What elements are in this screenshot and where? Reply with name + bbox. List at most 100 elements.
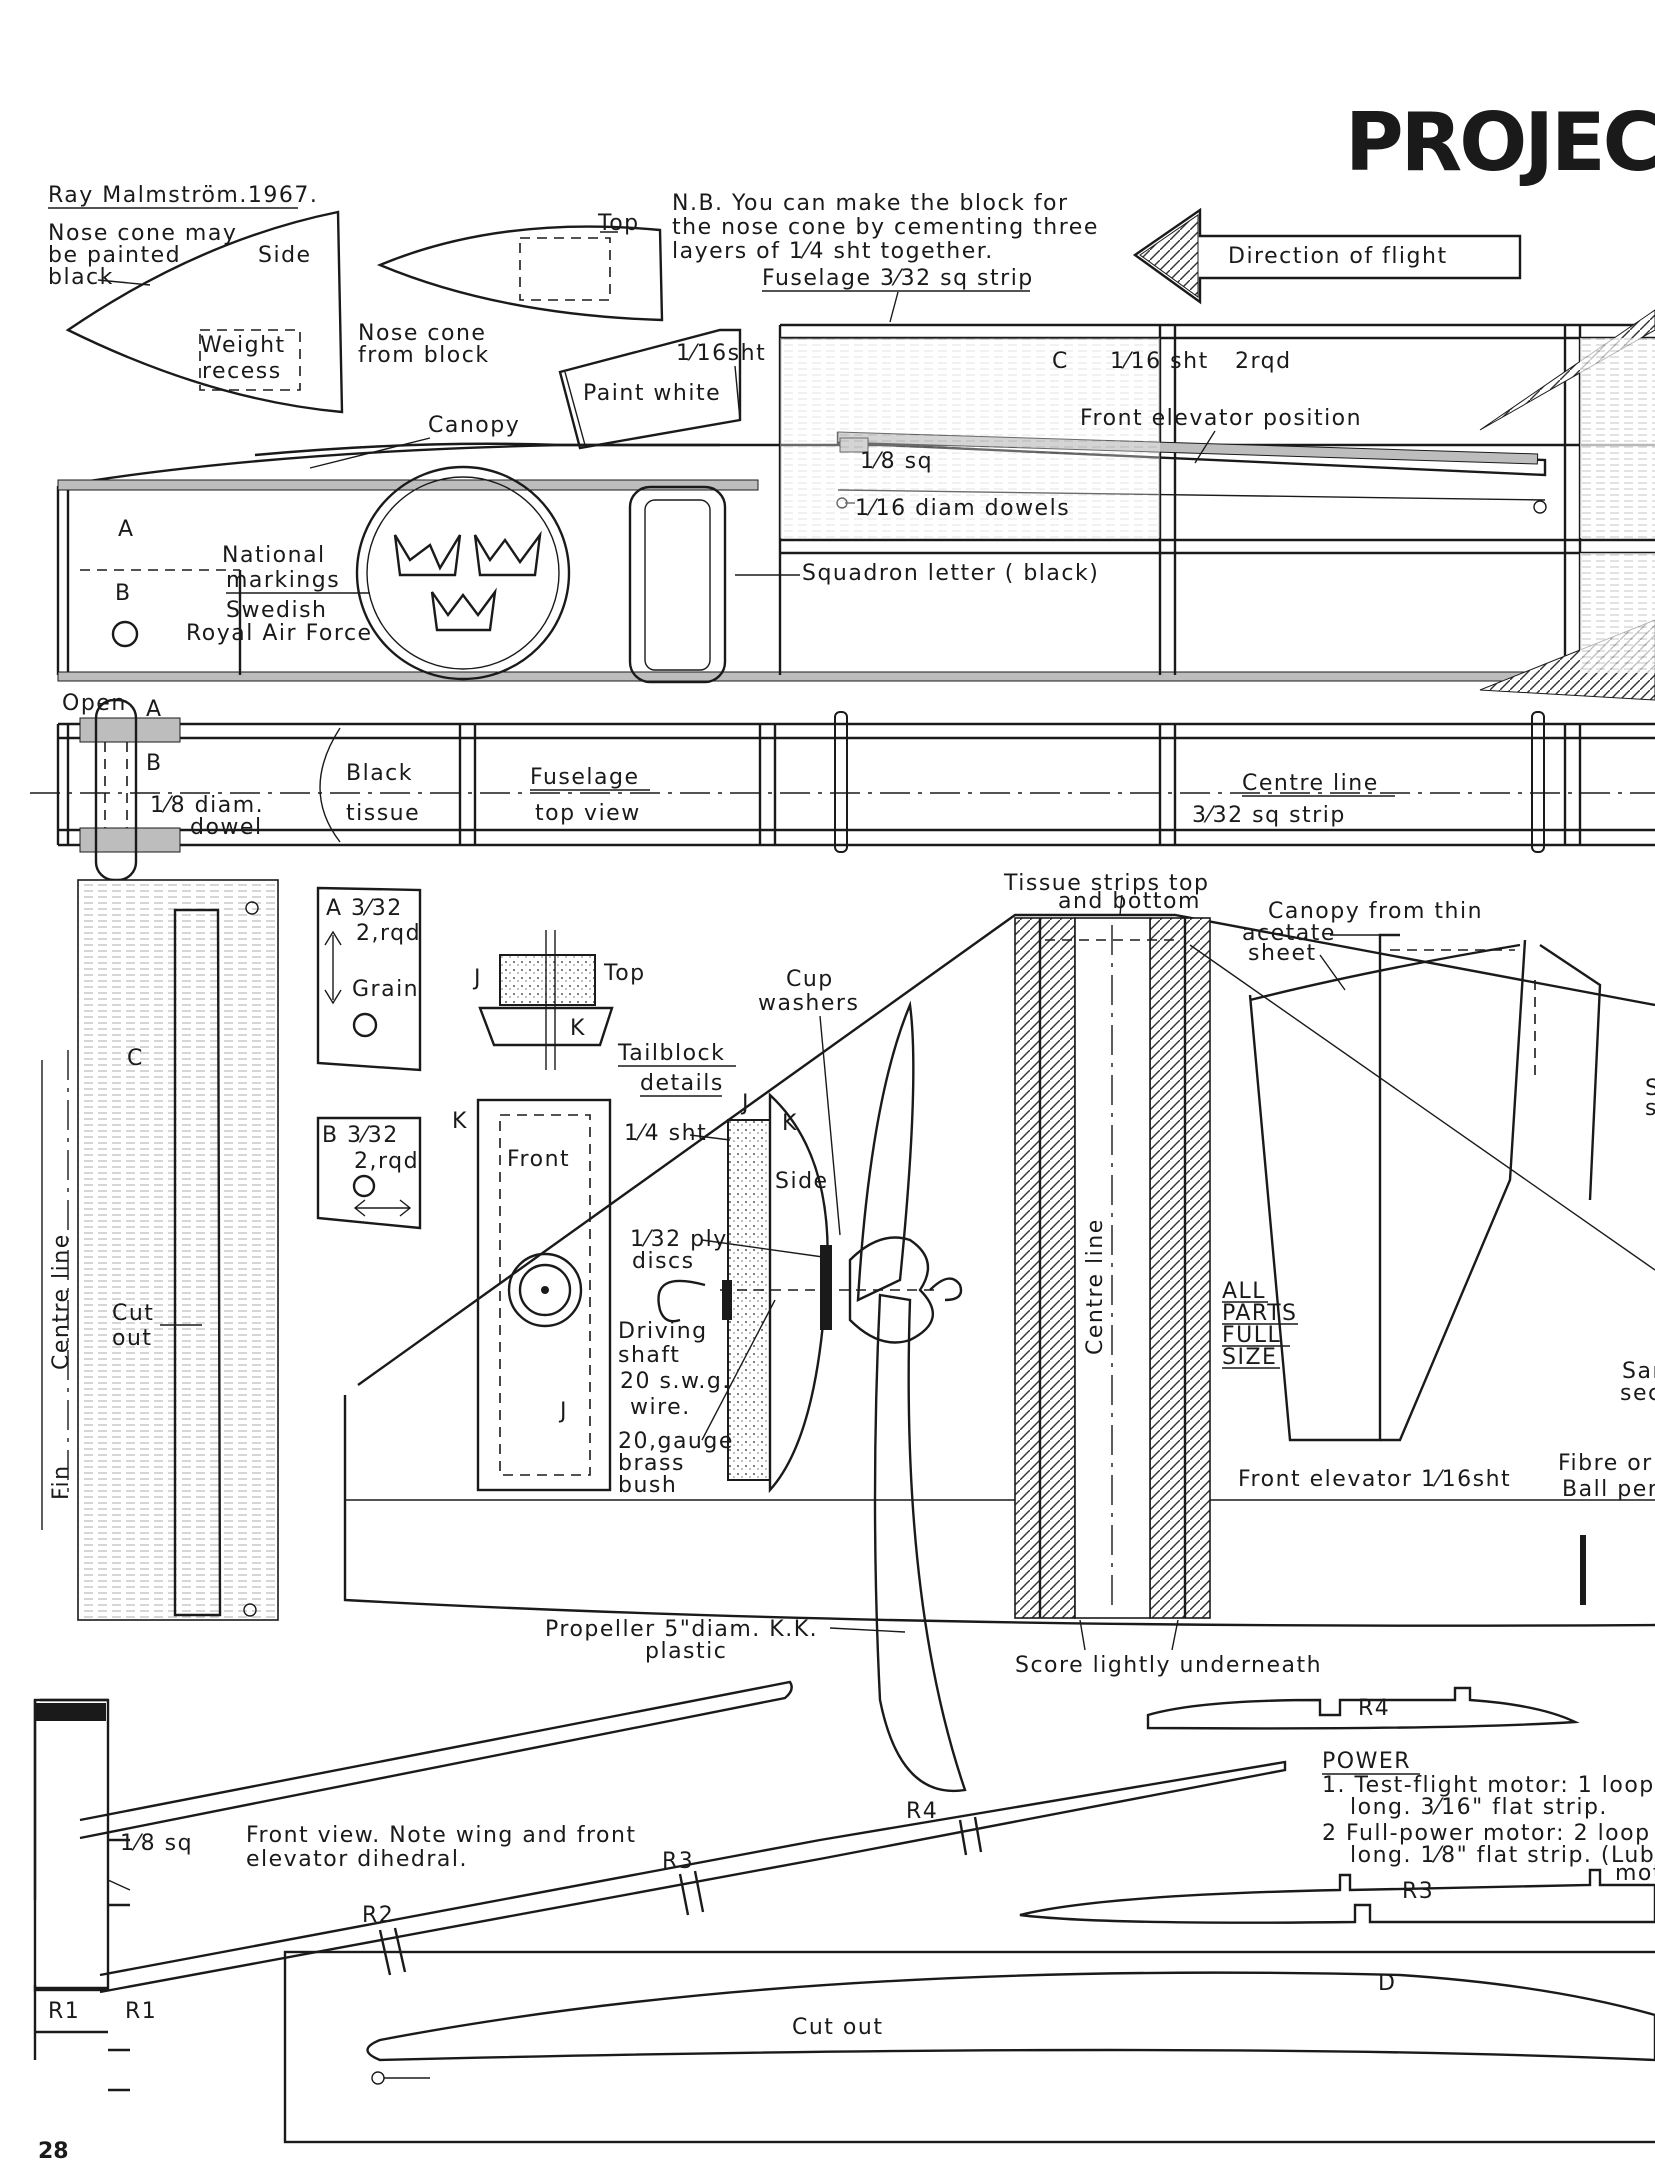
paint-white-label: Paint white: [583, 381, 721, 406]
svg-text:Front: Front: [507, 1147, 570, 1172]
front-view-2: elevator dihedral.: [246, 1847, 468, 1872]
nose-cone-block-1: Nose cone: [358, 321, 486, 346]
dowel-18-2: dowel: [190, 815, 263, 840]
r1-label-b: R1: [125, 1999, 157, 2024]
svg-text:K: K: [570, 1016, 586, 1041]
sht-116-label: 1⁄16sht: [676, 341, 766, 366]
svg-text:brass: brass: [618, 1451, 685, 1476]
svg-text:2 Full-power motor: 2 loop: 2 Full-power motor: 2 loop: [1322, 1821, 1651, 1846]
sq-18b-label: 1⁄8 sq: [120, 1831, 193, 1856]
part-a: A 3⁄32 2,rqd Grain: [316, 886, 422, 1072]
weight-recess-2: recess: [202, 359, 282, 384]
rib-r4: R4: [1146, 1686, 1580, 1730]
svg-text:the nose cone by cementing thr: the nose cone by cementing three: [672, 215, 1099, 240]
propeller: Cup washers Propeller 5"diam. K.K. plast…: [545, 967, 967, 1793]
fin-c-label: C: [127, 1046, 144, 1071]
tailblock-label-1: Tailblock: [617, 1041, 725, 1066]
marking-b: B: [115, 581, 132, 606]
sq-18-label: 1⁄8 sq: [860, 449, 933, 474]
canopy-acetate-3: sheet: [1248, 941, 1317, 966]
fuselage-top-2: top view: [535, 801, 641, 826]
weight-recess-1: Weight: [200, 333, 286, 358]
svg-text:discs: discs: [632, 1249, 695, 1274]
cup-washers-2: washers: [758, 991, 859, 1016]
open-label: Open: [62, 691, 127, 716]
svg-text:shaft: shaft: [618, 1343, 680, 1368]
cut-out-wing: Cut out: [792, 2015, 883, 2040]
r4-label: R4: [906, 1799, 938, 1824]
svg-text:R3: R3: [1402, 1879, 1434, 1904]
svg-text:wire.: wire.: [630, 1395, 691, 1420]
score-label: Score lightly underneath: [1015, 1653, 1322, 1678]
svg-text:K: K: [452, 1109, 468, 1134]
svg-text:long. 1⁄8" flat strip. (Lubr: long. 1⁄8" flat strip. (Lubr: [1350, 1843, 1655, 1868]
sq-strip-332-label: 3⁄32 sq strip: [1192, 803, 1346, 828]
wing-d: D Cut out: [283, 1950, 1655, 2144]
page-title: PROJECT S: [1345, 96, 1655, 189]
canopy-acetate-1: Canopy from thin: [1268, 899, 1483, 924]
san-2: sec: [1620, 1381, 1655, 1406]
all-parts-4: SIZE: [1222, 1345, 1277, 1370]
all-parts-1: ALL: [1222, 1279, 1266, 1304]
svg-text:B 3⁄32: B 3⁄32: [322, 1123, 399, 1148]
nose-note-1: Nose cone may: [48, 221, 237, 246]
credit-label: Ray Malmström.1967.: [48, 183, 318, 208]
page-number: 28: [38, 2139, 69, 2163]
svg-text:2,rqd: 2,rqd: [354, 1149, 419, 1174]
fuselage-top-view: Open A B 1⁄8 diam. dowel Black tissue Fu…: [30, 691, 1655, 882]
wing-plan-view: Tissue strips top and bottom Canopy from…: [343, 871, 1655, 1678]
tailblock-details: J Top K Tailblock details K Front J J K …: [452, 930, 940, 1498]
tailblock-label-2: details: [640, 1071, 724, 1096]
svg-text:J: J: [472, 966, 482, 991]
national-2: markings: [226, 568, 340, 593]
fuselage-top-1: Fuselage: [530, 765, 640, 790]
swedish-2: Royal Air Force: [186, 621, 373, 646]
s-edge-2: s: [1645, 1096, 1655, 1121]
svg-text:Grain: Grain: [352, 977, 419, 1002]
cut-out-2: out: [112, 1326, 153, 1351]
wing-centre-line: Centre line: [1083, 1218, 1108, 1355]
svg-text:A 3⁄32: A 3⁄32: [326, 896, 403, 921]
svg-text:bush: bush: [618, 1473, 677, 1498]
r1-label-a: R1: [48, 1999, 80, 2024]
tissue-strips-1: Tissue strips top: [1003, 871, 1210, 896]
squadron-label: Squadron letter ( black): [802, 561, 1099, 586]
part-b: B 3⁄32 2,rqd: [316, 1116, 422, 1230]
black-tissue-1: Black: [346, 761, 413, 786]
centre-line-label: Centre line: [1242, 771, 1379, 796]
svg-text:1. Test-flight motor: 1 loop 1: 1. Test-flight motor: 1 loop 15: [1322, 1773, 1655, 1798]
front-view-1: Front view. Note wing and front: [246, 1823, 637, 1848]
propeller-2: plastic: [645, 1639, 727, 1664]
san-1: San: [1622, 1359, 1655, 1384]
r2-label: R2: [362, 1903, 394, 1928]
canopy-acetate-2: acetate: [1242, 921, 1336, 946]
fibre-2: Ball pen: [1562, 1477, 1655, 1502]
part-c-label: C: [1052, 349, 1069, 374]
svg-text:J: J: [558, 1399, 568, 1424]
dowel-18-1: 1⁄8 diam.: [150, 793, 264, 818]
power-notes: POWER 1. Test-flight motor: 1 loop 15 lo…: [1322, 1749, 1655, 1886]
all-parts-3: FULL: [1222, 1323, 1281, 1348]
svg-text:Driving: Driving: [618, 1319, 708, 1344]
top-a-label: A: [146, 697, 163, 722]
direction-label: Direction of flight: [1228, 244, 1448, 269]
svg-text:layers of 1⁄4 sht together.: layers of 1⁄4 sht together.: [672, 239, 994, 264]
all-parts-2: PARTS: [1222, 1301, 1298, 1326]
svg-text:N.B. You can make the block fo: N.B. You can make the block for: [672, 191, 1069, 216]
top-label: Top: [597, 211, 640, 236]
tissue-strips-2: and bottom: [1058, 889, 1201, 914]
front-view: 1⁄8 sq Front view. Note wing and front e…: [33, 1680, 1287, 2092]
fuselage-side-view: Canopy Paint white 1⁄16sht Nose cone fro…: [56, 309, 1655, 701]
svg-text:20,gauge: 20,gauge: [618, 1429, 734, 1454]
fibre-1: Fibre or: [1558, 1451, 1653, 1476]
power-title: POWER: [1322, 1749, 1411, 1774]
front-elevator-pos-label: Front elevator position: [1080, 406, 1362, 431]
nose-cone-top-view: Top: [376, 211, 664, 322]
national-1: National: [222, 543, 326, 568]
r3-label: R3: [662, 1849, 694, 1874]
canopy-label: Canopy: [428, 413, 520, 438]
svg-text:1⁄4 sht: 1⁄4 sht: [624, 1121, 707, 1146]
fin-centre-line: Centre line: [49, 1233, 74, 1370]
fin-label: Fin: [49, 1464, 74, 1500]
